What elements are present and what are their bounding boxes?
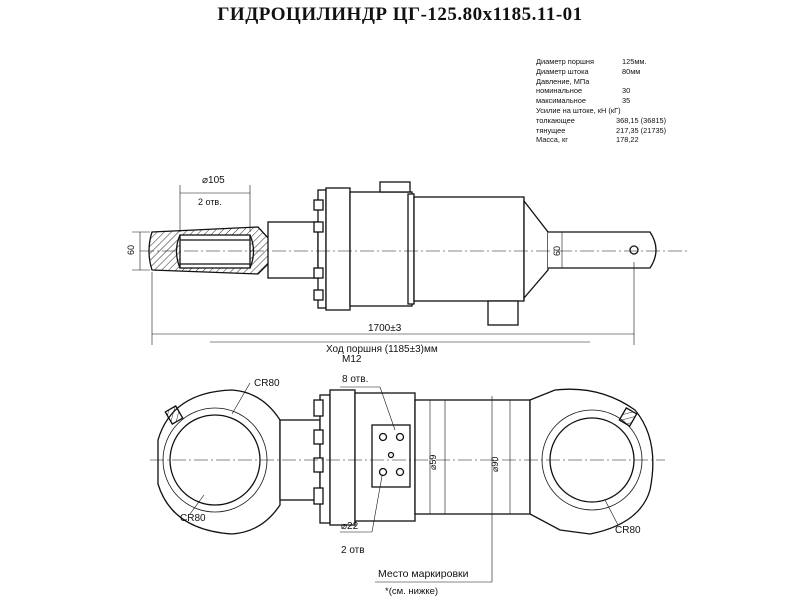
dim-two-holes: 2 отв. (198, 197, 222, 207)
spec-value: 35 (622, 96, 631, 106)
spec-label: Масса, кг (536, 135, 568, 145)
plan-flange (313, 389, 416, 526)
label-cr80-bottom-right: CR80 (615, 525, 641, 536)
spec-value: 30 (622, 86, 631, 96)
dim-eight-holes: 8 отв. (342, 374, 368, 385)
spec-label: Диаметр штока (536, 66, 589, 76)
drawing-title: ГИДРОЦИЛИНДР ЦГ-125.80х1185.11-01 (217, 4, 583, 25)
spec-value: 368,15 (36815) (616, 115, 667, 125)
spec-label: тянущее (536, 125, 566, 135)
left-eye (157, 389, 281, 535)
dim-two-holes-bottom: 2 отв (341, 545, 365, 556)
spec-label: Давление, МПа (536, 76, 590, 86)
plan-view (150, 382, 665, 583)
rear-lug (523, 199, 549, 300)
spec-label: Усилие на штоке, кН (кГ) (536, 105, 621, 115)
dim-d105: ⌀105 (202, 175, 225, 186)
spec-label: номинальное (536, 86, 583, 96)
rod-neck (267, 221, 319, 279)
dim-d90: ⌀90 (490, 457, 500, 472)
spec-label: Диаметр поршня (536, 57, 594, 66)
marking-location-label: Место маркировки (378, 568, 469, 580)
left-clevis-section (148, 226, 271, 275)
spec-value: 178,22 (616, 135, 639, 145)
dim-stroke: Ход поршня (1185±3)мм (326, 344, 438, 355)
front-flange (313, 181, 415, 311)
plan-barrel (414, 399, 531, 515)
spec-value: 125мм. (622, 57, 647, 66)
dim-d22: ⌀22 (341, 521, 359, 532)
pin-hole (629, 245, 639, 255)
spec-label: толкающее (536, 115, 575, 125)
dim-1700: 1700±3 (368, 323, 402, 334)
hydraulic-port (487, 300, 519, 326)
cylinder-barrel (413, 196, 525, 302)
right-eye (529, 388, 654, 535)
spec-value: 80мм (622, 66, 641, 76)
side-view (132, 181, 690, 345)
dim-60-left: 60 (126, 245, 136, 255)
label-cr80-bottom-left: CR80 (180, 513, 206, 524)
dim-d59: ⌀59 (428, 455, 438, 470)
spec-label: максимальное (536, 96, 586, 106)
spec-value: 217,35 (21735) (616, 125, 667, 135)
label-cr80-top-left: CR80 (254, 378, 280, 389)
dim-60-right: 60 (552, 246, 562, 256)
dim-m12: М12 (342, 354, 362, 365)
marking-note: *(см. нижке) (385, 586, 438, 597)
rear-eye (548, 231, 657, 269)
